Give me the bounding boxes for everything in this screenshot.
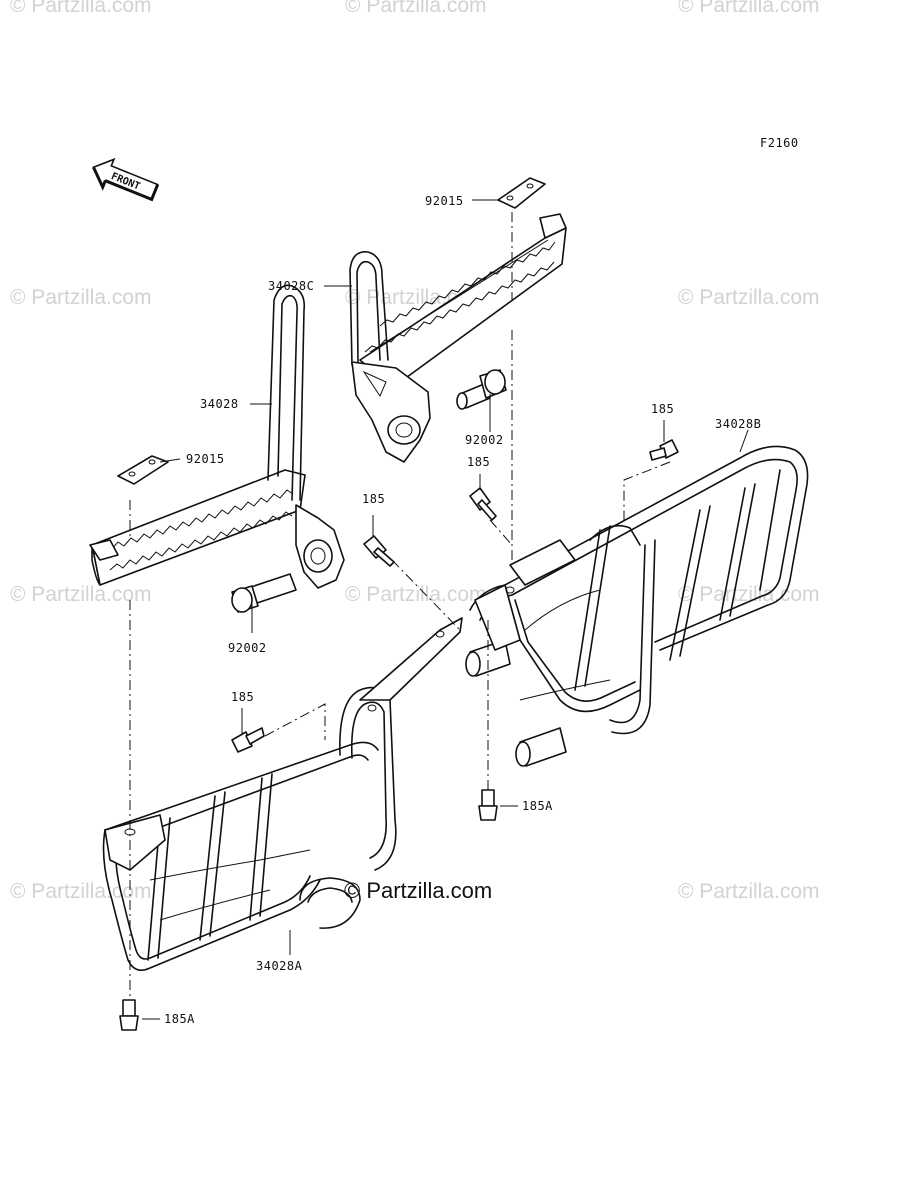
watermark: © Partzilla.com xyxy=(345,0,487,17)
watermark: © Partzilla.com xyxy=(10,0,152,17)
watermarks: © Partzilla.com © Partzilla.com © Partzi… xyxy=(10,0,820,903)
assembly-lines xyxy=(129,212,671,998)
part-label: 92015 xyxy=(186,452,225,466)
part-labels: 92015 34028C 34028 92015 92002 185 34028… xyxy=(164,194,761,1026)
watermark: © Partzilla.com xyxy=(678,880,820,903)
brand-text: © Partzilla.com xyxy=(344,878,492,903)
part-label: 92015 xyxy=(425,194,464,208)
part-label: 185A xyxy=(164,1012,195,1026)
bolt-185A-right xyxy=(478,789,498,821)
leader-lines xyxy=(142,199,749,1020)
part-label: 185 xyxy=(651,402,674,416)
bolt-185-center xyxy=(363,535,395,567)
bolt-185-right-mid xyxy=(469,487,497,521)
bolt-92002-left xyxy=(231,573,297,613)
part-label: 185A xyxy=(522,799,553,813)
clip-92015-left xyxy=(117,455,169,485)
bolt-185-right-top xyxy=(649,439,679,461)
watermark: © Partzilla.com xyxy=(345,583,487,606)
part-label: 34028 xyxy=(200,397,239,411)
part-label: 185 xyxy=(231,690,254,704)
bolt-185-left xyxy=(231,727,265,753)
footpeg-34028C xyxy=(349,213,567,463)
part-label: 185 xyxy=(362,492,385,506)
clip-92015-top xyxy=(497,177,546,209)
part-label: 92002 xyxy=(228,641,267,655)
watermark: © Partzilla.com xyxy=(678,583,820,606)
part-label: 34028C xyxy=(268,279,314,293)
bolt-92002-right xyxy=(456,369,507,410)
guard-34028B xyxy=(465,445,809,767)
front-arrow-icon: FRONT xyxy=(92,157,160,202)
part-label: 185 xyxy=(467,455,490,469)
guard-34028A xyxy=(102,617,463,971)
watermark: © Partzilla.com xyxy=(10,286,152,309)
bolt-185A-left xyxy=(119,999,139,1031)
watermark: © Partzilla.com xyxy=(10,583,152,606)
watermark: © Partzilla.com xyxy=(10,880,152,903)
part-label: 34028A xyxy=(256,959,303,973)
watermark: © Partzilla.com xyxy=(678,286,820,309)
footpeg-34028 xyxy=(89,284,345,589)
watermark: © Partzilla.com xyxy=(678,0,820,17)
diagram-code: F2160 xyxy=(760,136,799,150)
part-label: 92002 xyxy=(465,433,504,447)
part-label: 34028B xyxy=(715,417,761,431)
